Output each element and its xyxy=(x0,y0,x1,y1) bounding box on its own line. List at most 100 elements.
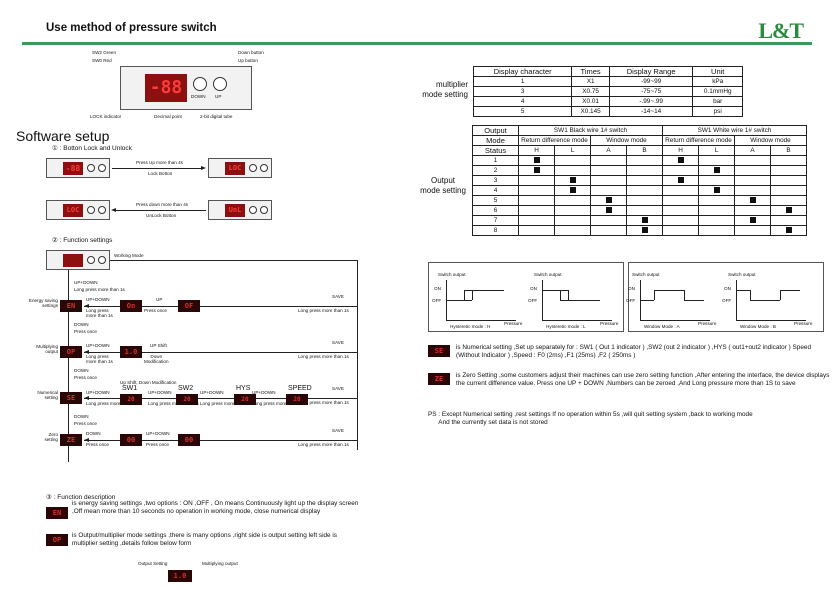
table-cell xyxy=(626,185,663,196)
arrow-head xyxy=(84,396,89,400)
row-display-1: EN xyxy=(60,300,82,312)
table-cell xyxy=(770,165,807,176)
table-cell xyxy=(698,225,735,236)
table-cell: 6 xyxy=(472,205,519,216)
mark-square xyxy=(605,196,612,203)
table-cell: -.99~.99 xyxy=(608,96,694,107)
table-cell xyxy=(590,155,627,166)
table-cell: H xyxy=(662,145,699,156)
chart-pressure-label: Pressure xyxy=(698,321,717,326)
step xyxy=(446,300,472,301)
table-cell: -14~14 xyxy=(608,106,694,117)
param-updown: UP+DOWN xyxy=(200,390,224,395)
knob xyxy=(249,206,257,214)
table-cell xyxy=(662,195,699,206)
chart-pressure-label: Pressure xyxy=(600,321,619,326)
step xyxy=(542,290,568,291)
row-display-3: OF xyxy=(178,300,200,312)
table-cell xyxy=(554,175,591,186)
row-press-once: Press once xyxy=(74,375,97,380)
chart-off-label: OFF xyxy=(528,298,538,303)
row-line xyxy=(84,306,357,307)
unlock-display-1: LOC xyxy=(63,204,83,217)
table-cell: Output xyxy=(472,125,519,136)
device-display: -88 xyxy=(145,74,187,102)
device-body: -88 DOWN UP xyxy=(120,66,252,110)
label-decimal: Decimal point xyxy=(154,114,182,119)
table-row: 7 xyxy=(472,215,807,226)
param-press: Long press more than 1s xyxy=(86,401,137,406)
table-cell xyxy=(626,205,663,216)
step xyxy=(560,300,600,301)
header-divider xyxy=(22,42,812,45)
knob xyxy=(87,256,95,264)
section-function-description: ③ : Function description xyxy=(46,494,116,501)
long-press-label: Long press more than 1s xyxy=(74,287,125,292)
chart-caption: Hysteretic mode : L xyxy=(546,324,586,329)
table-cell xyxy=(518,215,555,226)
mark-square xyxy=(569,186,576,193)
table-cell xyxy=(626,155,663,166)
label-sw2: SW2 Green xyxy=(92,50,116,55)
chart-x-axis xyxy=(446,320,516,321)
row-label: Multiplying output xyxy=(36,344,58,355)
down-button[interactable] xyxy=(193,77,207,91)
row-save-hint: Long press more than 1s xyxy=(298,308,349,313)
table-row: 1 xyxy=(472,155,807,166)
table-cell xyxy=(734,175,771,186)
param-display: 20 xyxy=(120,394,142,405)
row-save: SAVE xyxy=(332,428,344,433)
table-cell: Return difference mode xyxy=(518,135,591,146)
mark-square xyxy=(713,186,720,193)
row-line xyxy=(84,398,357,399)
table-cell: 5 xyxy=(472,106,573,117)
row-upshift-down: Up Shift, Down Modification xyxy=(120,380,177,385)
table-cell: Window mode xyxy=(734,135,807,146)
output-mode-label: Output mode setting xyxy=(420,176,466,195)
mark-square xyxy=(605,206,612,213)
row-press-once: Press once xyxy=(74,421,97,426)
step xyxy=(472,290,473,300)
step xyxy=(780,290,800,291)
table-cell: X1 xyxy=(571,76,610,87)
row-long: Long press more than 1s xyxy=(86,354,113,365)
working-device xyxy=(46,250,110,270)
up-button[interactable] xyxy=(213,77,227,91)
step xyxy=(684,300,704,301)
chart-frame xyxy=(628,262,824,332)
row-save: SAVE xyxy=(332,340,344,345)
label-lock: LOCK indicator xyxy=(90,114,122,119)
op-display: OP xyxy=(46,534,68,546)
table-cell xyxy=(734,185,771,196)
row-line xyxy=(84,440,357,441)
se-display: SE xyxy=(428,345,450,357)
row-up: UP xyxy=(156,297,163,302)
chart-on-label: ON xyxy=(724,286,731,291)
table-cell: A xyxy=(734,145,771,156)
row-display-3: 00 xyxy=(178,434,200,446)
table-cell xyxy=(698,215,735,226)
table-cell: 1 xyxy=(472,155,519,166)
chart-off-label: OFF xyxy=(722,298,732,303)
table-cell xyxy=(626,175,663,186)
arrow-head xyxy=(111,208,116,212)
table-cell xyxy=(698,155,735,166)
table-cell: B xyxy=(770,145,807,156)
table-cell xyxy=(554,195,591,206)
chart-x-axis xyxy=(640,320,710,321)
desc-energy: is energy saving settings ,two options :… xyxy=(72,500,359,515)
row-display-1: SE xyxy=(60,392,82,404)
table-cell: 0.1mmHg xyxy=(692,86,743,97)
row-display-1: ZE xyxy=(60,434,82,446)
table-cell xyxy=(590,175,627,186)
table-cell xyxy=(518,195,555,206)
chart-y-axis xyxy=(736,280,737,320)
table-cell xyxy=(770,225,807,236)
mark-square xyxy=(533,156,540,163)
table-cell: 8 xyxy=(472,225,519,236)
unlock-device-2: UnL xyxy=(208,200,272,220)
row-label: Zero setting xyxy=(44,432,58,443)
unlock-text-1: Press down more than 4s xyxy=(136,202,189,207)
